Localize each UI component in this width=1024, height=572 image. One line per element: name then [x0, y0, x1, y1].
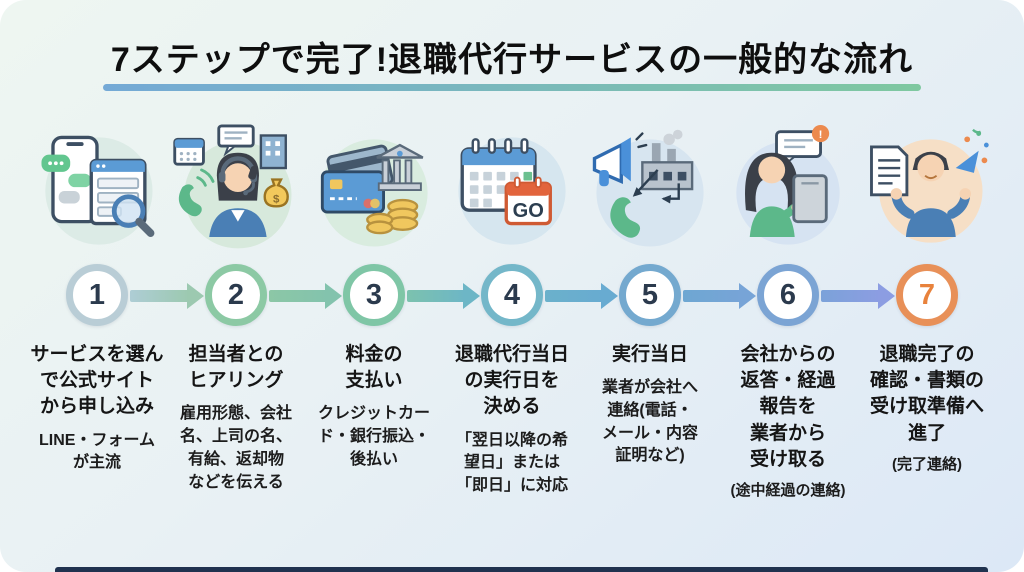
step-subtitle: LINE・フォーム が主流 [39, 431, 155, 472]
flow-arrow-6-7 [821, 283, 895, 309]
completion-celebration-icon [870, 128, 989, 243]
schedule-calendar-icon: GO [458, 137, 566, 245]
step-6-column: ! 6 会社からの 返答・経過 報告を 業者から 受け取る (途中経過の連絡) [713, 124, 863, 501]
step-subtitle: クレジットカー ド・銀行振込・ 後払い [317, 405, 430, 468]
step-number-badge: 7 [896, 264, 958, 326]
step-4-column: GO 4 退職代行当日 の実行日を 決める 「翌日以降の希 望日」または 「即日… [437, 124, 587, 498]
step-note: (完了連絡) [892, 455, 962, 473]
flow-arrow-3-4 [407, 283, 480, 309]
step-subtitle: 業者が会社へ 連絡(電話・ メール・内容 証明など) [601, 379, 698, 465]
execution-contact-icon [592, 129, 704, 247]
step-1-column: 1 サービスを選ん で公式サイト から申し込み LINE・フォーム が主流 [22, 124, 172, 475]
step-number-badge: 5 [619, 264, 681, 326]
step-number: 3 [365, 278, 383, 311]
step-title: サービスを選ん で公式サイト から申し込み [30, 344, 164, 418]
step-title: 会社からの 返答・経過 報告を 業者から 受け取る [740, 344, 836, 470]
step-number: 7 [918, 278, 936, 311]
bottom-accent-bar [55, 567, 988, 572]
step-number: 1 [88, 278, 106, 311]
step-5-column: 5 実行当日 業者が会社へ 連絡(電話・ メール・内容 証明など) [575, 124, 725, 468]
step-note: (途中経過の連絡) [730, 482, 846, 500]
flow-arrow-1-2 [130, 283, 204, 309]
step-number: 5 [641, 278, 659, 311]
step-number-badge: 4 [481, 264, 543, 326]
step-title: 退職代行当日 の実行日を 決める [454, 344, 569, 418]
svg-text:GO: GO [513, 200, 544, 222]
step-title: 担当者との ヒアリング [188, 344, 284, 392]
payment-icon [320, 139, 428, 247]
page-title: 7ステップで完了!退職代行サービスの一般的な流れ [110, 41, 914, 79]
step-title: 実行当日 [611, 344, 688, 365]
step-number: 2 [227, 278, 245, 311]
step-number-badge: 3 [343, 264, 405, 326]
flow-arrow-5-6 [683, 283, 756, 309]
step-number-badge: 2 [205, 264, 267, 326]
step-number: 4 [503, 278, 521, 311]
flow-arrow-2-3 [269, 283, 342, 309]
step-number-badge: 6 [757, 264, 819, 326]
svg-text:$: $ [273, 193, 280, 205]
step-title: 退職完了の 確認・書類の 受け取準備へ 進了 [869, 344, 984, 444]
flow-arrow-4-5 [545, 283, 618, 309]
step-3-column: 3 料金の 支払い クレジットカー ド・銀行振込・ 後払い [299, 124, 449, 472]
step-subtitle: 雇用形態、会社 名、上司の名、 有給、返却物 などを伝える [179, 405, 292, 491]
title-underline [103, 84, 921, 91]
step-number: 6 [779, 278, 797, 311]
report-tablet-icon: ! [736, 124, 840, 245]
operator-hearing-icon: $ [173, 124, 292, 249]
step-7-column: 7 退職完了の 確認・書類の 受け取準備へ 進了 (完了連絡) [852, 124, 1002, 475]
step-title: 料金の 支払い [345, 344, 403, 392]
smartphone-signup-icon [41, 135, 155, 245]
svg-text:!: ! [819, 129, 823, 141]
step-number-badge: 1 [66, 264, 128, 326]
step-subtitle: 「翌日以降の希 望日」または 「即日」に対応 [455, 431, 568, 495]
step-2-column: $ 2 担当者との ヒアリング 雇用形態、会社 名、上司の名、 有給、返却物 な… [161, 124, 311, 494]
